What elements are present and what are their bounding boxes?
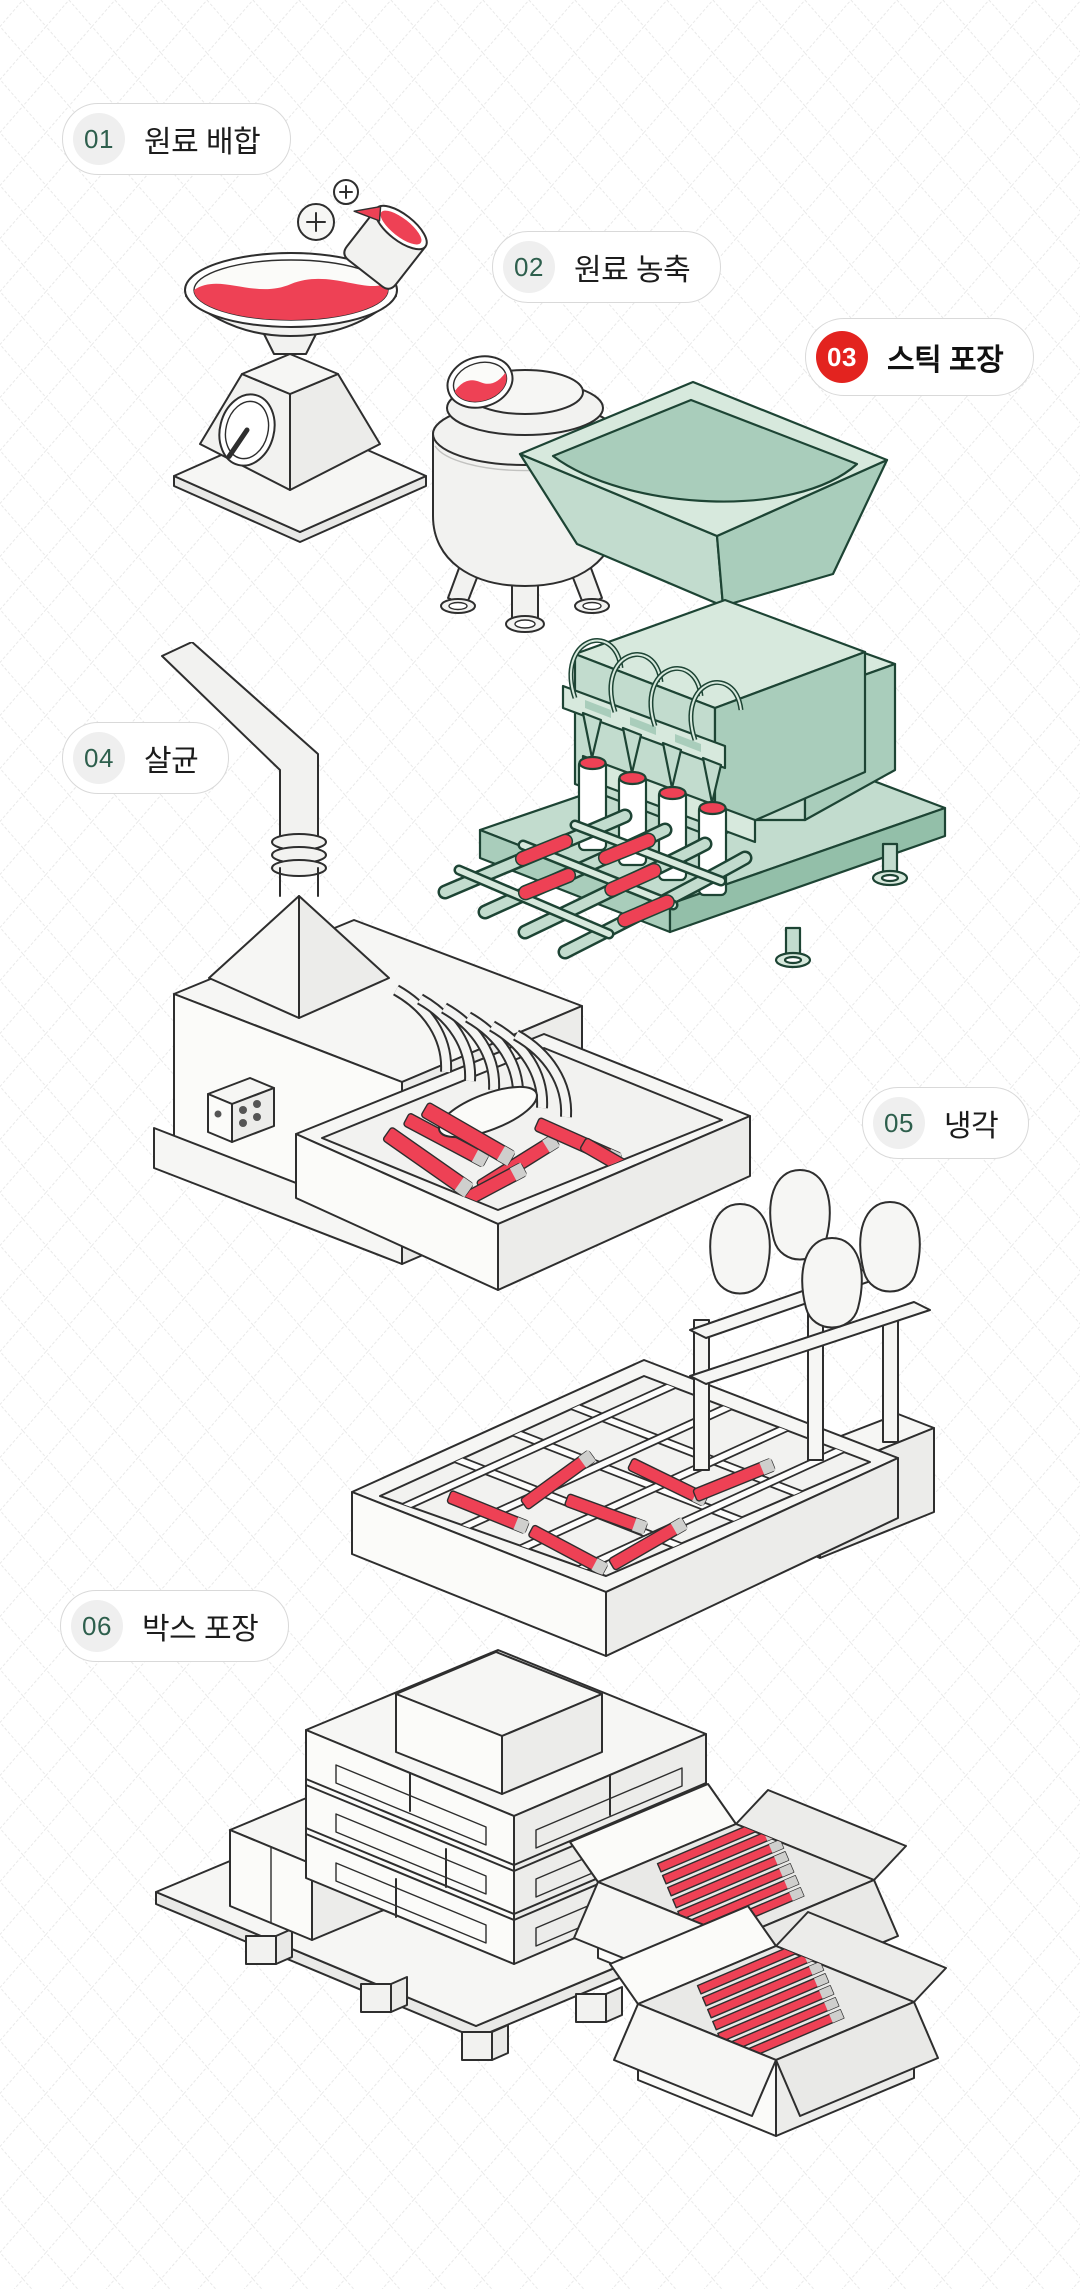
cooling-tank bbox=[351, 1359, 899, 1657]
step-pill-6: 06 박스 포장 bbox=[60, 1590, 290, 1662]
feed-tubes bbox=[568, 638, 744, 741]
step-number-badge: 01 bbox=[73, 113, 125, 165]
scale-body bbox=[199, 353, 381, 491]
step-pill-4: 04 살균 bbox=[62, 722, 230, 794]
step-label: 원료 농축 bbox=[574, 254, 691, 287]
step-label: 스틱 포장 bbox=[887, 344, 1004, 377]
sticks-in-bath bbox=[446, 1450, 776, 1576]
sterilizer-illustration bbox=[153, 642, 751, 1291]
tank-window bbox=[446, 355, 514, 409]
step-pill-5: 05 냉각 bbox=[862, 1087, 1030, 1159]
step-label: 박스 포장 bbox=[142, 1613, 259, 1646]
paddles bbox=[709, 1169, 921, 1329]
sticks-on-conveyor bbox=[514, 832, 675, 928]
box-packing-illustration bbox=[155, 1649, 952, 2144]
bowl bbox=[184, 252, 398, 337]
sticks-exiting bbox=[382, 1102, 516, 1198]
chimney bbox=[161, 642, 327, 897]
step-number-badge: 06 bbox=[71, 1600, 123, 1652]
step-pill-3-active: 03 스틱 포장 bbox=[805, 318, 1035, 396]
top-box bbox=[395, 1651, 603, 1795]
machine-body bbox=[573, 598, 867, 840]
pouring-cup bbox=[343, 204, 428, 290]
mixing-scale-illustration bbox=[173, 179, 428, 543]
step-pill-1: 01 원료 배합 bbox=[62, 103, 292, 175]
step-pill-2: 02 원료 농축 bbox=[492, 231, 722, 303]
step-number-badge: 05 bbox=[873, 1097, 925, 1149]
pallet-feet bbox=[245, 1928, 738, 2061]
plus-icon bbox=[333, 179, 359, 205]
step-number-badge: 02 bbox=[503, 241, 555, 293]
scale-dial bbox=[218, 393, 276, 467]
control-panel bbox=[207, 1077, 275, 1143]
funnel bbox=[208, 895, 390, 1019]
step-number-badge: 03 bbox=[816, 331, 868, 383]
machine-feet bbox=[774, 842, 909, 969]
step-label: 살균 bbox=[144, 745, 199, 778]
box-stack bbox=[305, 1649, 707, 1965]
stick-filling-machine-illustration bbox=[437, 380, 947, 969]
step-label: 원료 배합 bbox=[144, 126, 261, 159]
cooling-bath-illustration bbox=[351, 1169, 935, 1657]
plus-icon bbox=[297, 203, 335, 241]
step-number-badge: 04 bbox=[73, 732, 125, 784]
output-tub bbox=[295, 1033, 751, 1291]
hopper bbox=[518, 380, 889, 608]
step-label: 냉각 bbox=[944, 1110, 999, 1143]
filling-nozzles bbox=[581, 711, 723, 805]
